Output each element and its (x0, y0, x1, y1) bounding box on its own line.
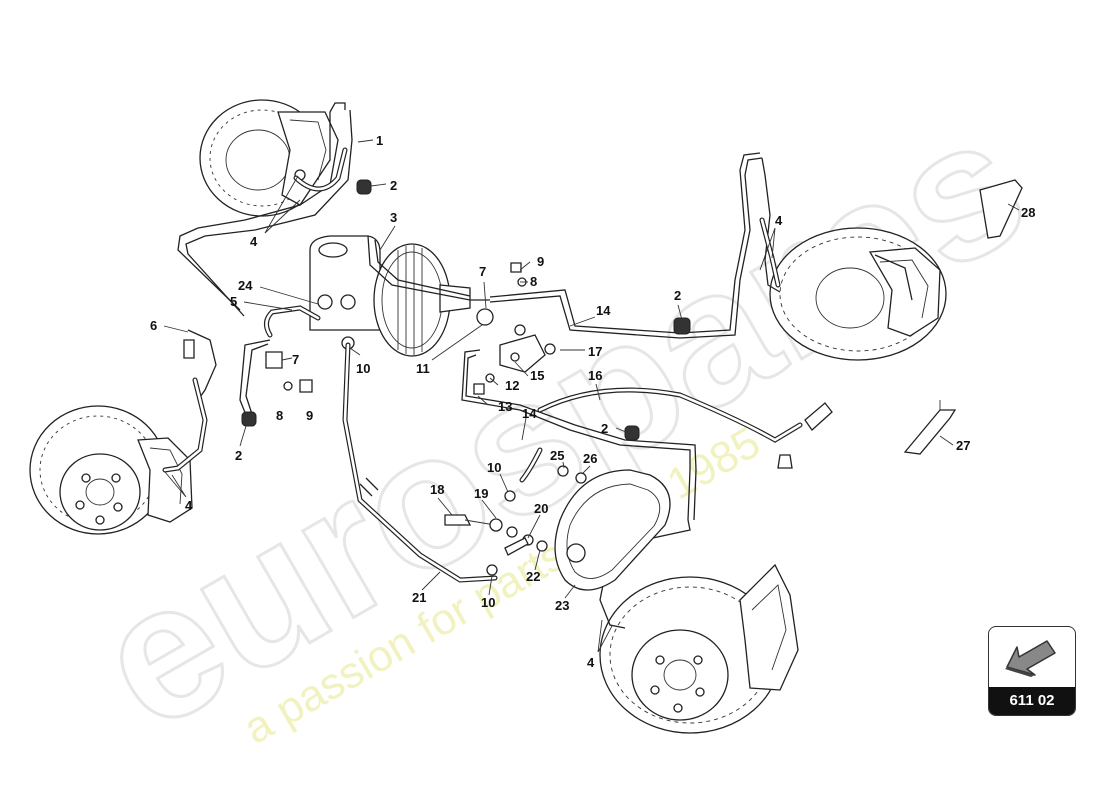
callout-10-middle: 10 (487, 460, 501, 475)
callout-10: 10 (356, 361, 370, 376)
callout-8: 8 (276, 408, 283, 423)
callout-18: 18 (430, 482, 444, 497)
reference-badge: 611 02 (988, 626, 1076, 716)
callout-2: 2 (390, 178, 397, 193)
callout-9-bolt: 9 (537, 254, 544, 269)
callout-16: 16 (588, 368, 602, 383)
callout-13: 13 (498, 399, 512, 414)
callout-15: 15 (530, 368, 544, 383)
callout-14: 14 (596, 303, 611, 318)
reference-code: 611 02 (989, 687, 1075, 715)
callout-4: 4 (250, 234, 258, 249)
master-cylinder-booster (309, 235, 471, 357)
bracket-28 (979, 179, 1023, 239)
callout-1: 1 (376, 133, 383, 148)
callout-20: 20 (534, 501, 548, 516)
callout-21: 21 (412, 590, 426, 605)
callout-24: 24 (238, 278, 253, 293)
callout-27: 27 (956, 438, 970, 453)
callout-4-front-right: 4 (775, 213, 783, 228)
rear-right-disc-assembly (599, 563, 799, 734)
front-left-disc-assembly (199, 99, 339, 217)
arrow-left-down-icon (1005, 640, 1056, 677)
flexible-hoses (162, 147, 803, 583)
callout-19: 19 (474, 486, 488, 501)
callout-4-rear-right: 4 (587, 655, 595, 670)
leader-lines (163, 139, 1020, 653)
callout-7-tee: 7 (479, 264, 486, 279)
fluid-reservoir (554, 469, 671, 591)
callout-2-front-right: 2 (674, 288, 681, 303)
fittings (183, 179, 833, 576)
callout-10-lower: 10 (481, 595, 495, 610)
callout-5: 5 (230, 294, 237, 309)
callout-8-washer: 8 (530, 274, 537, 289)
callout-6: 6 (150, 318, 157, 333)
bracket-27 (903, 400, 957, 455)
callout-12: 12 (505, 378, 519, 393)
callout-25: 25 (550, 448, 564, 463)
callout-2-center: 2 (601, 421, 608, 436)
callout-26: 26 (583, 451, 597, 466)
callout-23: 23 (555, 598, 569, 613)
callout-22: 22 (526, 569, 540, 584)
rear-left-disc-assembly (29, 405, 193, 535)
callout-4-rear-left: 4 (185, 498, 193, 513)
callout-17: 17 (588, 344, 602, 359)
callout-2-rear-left: 2 (235, 448, 242, 463)
callout-7: 7 (292, 352, 299, 367)
proportioning-valve (476, 308, 556, 373)
callout-28: 28 (1021, 205, 1035, 220)
callout-11: 11 (416, 361, 430, 376)
callout-9: 9 (306, 408, 313, 423)
callouts: 1 2 3 4 24 5 6 7 8 9 2 4 10 7 9 8 11 12 … (150, 133, 1035, 670)
callout-14-lower: 14 (522, 406, 537, 421)
callout-3: 3 (390, 210, 397, 225)
front-right-disc-assembly (769, 227, 947, 361)
